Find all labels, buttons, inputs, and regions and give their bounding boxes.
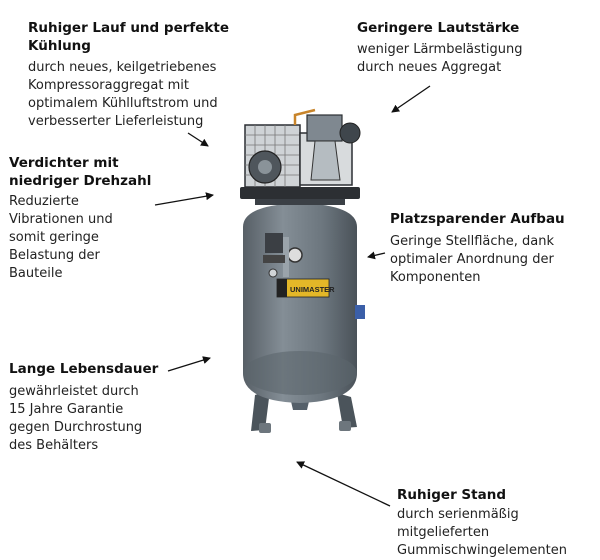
feature-space-text: Geringe Stellfläche, dank optimaler Anor… [390,234,555,285]
brand-label: UNIMASTER [276,278,335,298]
feature-cooling: Ruhiger Lauf und perfekte Kühlung durch … [28,19,229,131]
feature-life-title: Lange Lebensdauer [9,361,159,377]
feature-noise: Geringere Lautstärke weniger Lärmbelästi… [357,19,523,77]
brand-label-text: UNIMASTER [290,285,335,294]
feature-space: Platzsparender Aufbau Geringe Stellfläch… [390,210,565,287]
compressor-platform [240,187,360,205]
compressor-tank [243,203,357,403]
feature-life: Lange Lebensdauer gewährleistet durch 15… [9,360,158,455]
arrow-speed [154,192,214,206]
feature-noise-text: weniger Lärmbelästigung durch neues Aggr… [357,42,523,75]
feature-speed: Verdichter mit niedriger Drehzahl Reduzi… [9,154,151,283]
compressor-fittings [263,233,365,319]
feature-life-text: gewährleistet durch 15 Jahre Garantie ge… [9,384,143,453]
compressor-image: UNIMASTER [240,108,365,433]
feature-speed-title: Verdichter mit niedriger Drehzahl [9,155,152,189]
arrow-cooling [187,132,209,147]
arrow-noise [391,85,431,113]
feature-stand: Ruhiger Stand durch serienmäßig mitgelie… [397,486,567,560]
arrow-life [167,356,211,372]
feature-speed-text: Reduzierte Vibrationen und somit geringe… [9,194,113,281]
compressor-head [244,108,361,188]
feature-stand-text: durch serienmäßig mitgelieferten Gummisc… [397,507,567,558]
feature-stand-title: Ruhiger Stand [397,487,506,503]
arrow-space [367,251,386,260]
feature-noise-title: Geringere Lautstärke [357,20,520,36]
compressor-legs [251,390,357,433]
arrow-stand [296,461,391,507]
feature-cooling-text: durch neues, keilgetriebenes Kompressora… [28,60,218,129]
feature-cooling-title: Ruhiger Lauf und perfekte Kühlung [28,20,229,54]
feature-space-title: Platzsparender Aufbau [390,211,565,227]
